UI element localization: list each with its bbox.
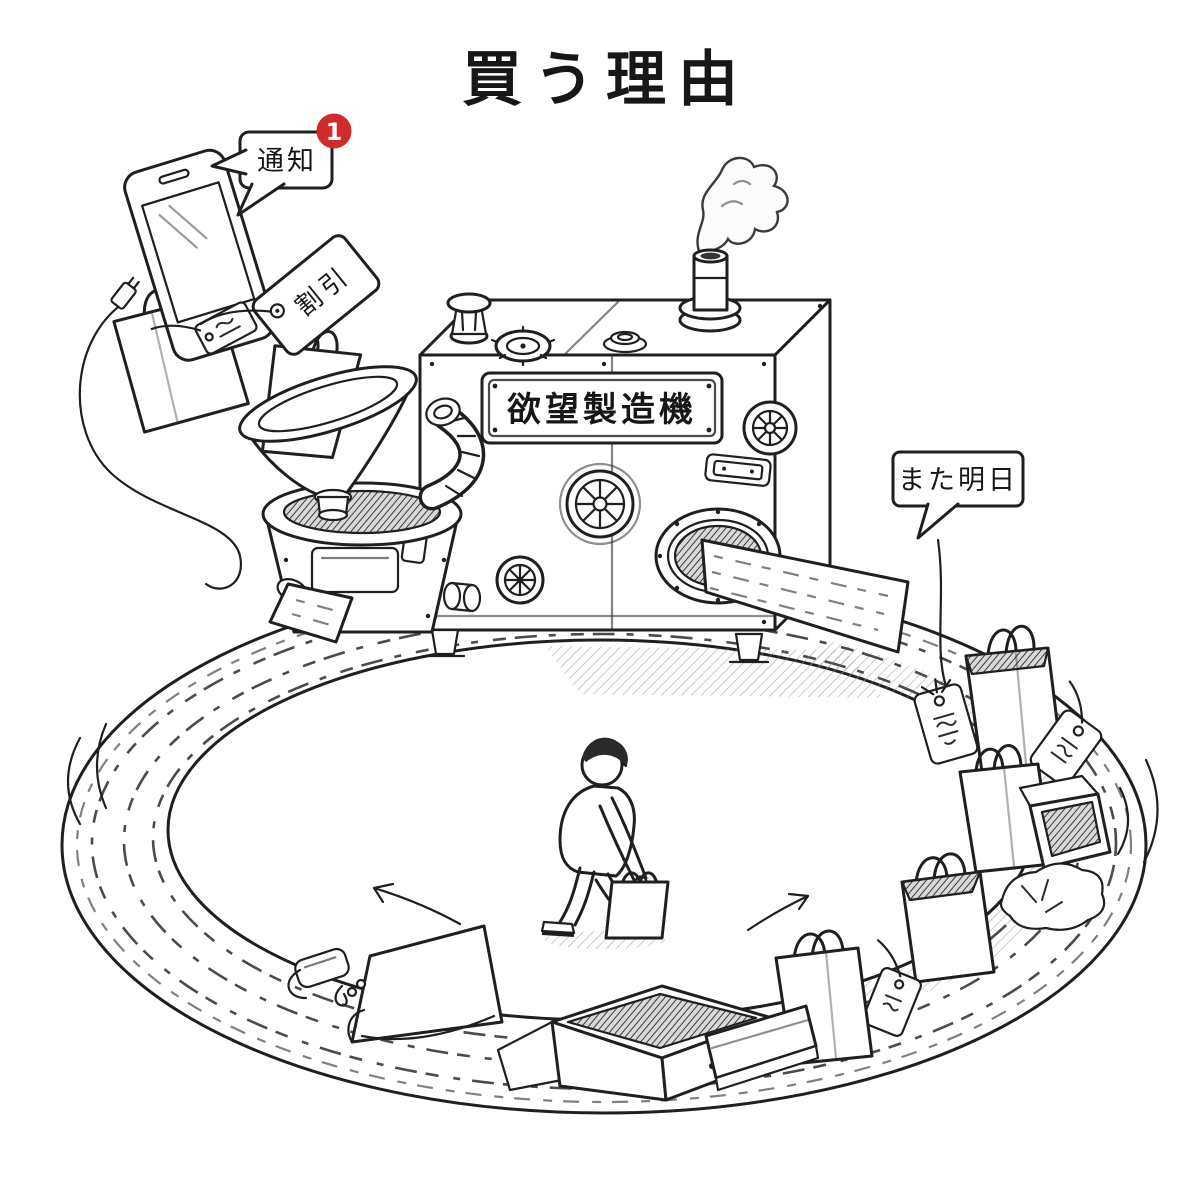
notification-badge: 1	[316, 113, 352, 149]
crumpled-paper-icon	[999, 862, 1106, 931]
farewell-text: また明日	[898, 465, 1018, 496]
funnel-icon	[238, 365, 418, 522]
handwheel-small-icon	[495, 555, 545, 605]
machine-shadow	[545, 646, 882, 698]
knob-icon	[490, 325, 556, 367]
smoke-icon	[696, 156, 789, 256]
hang-tag-2	[862, 939, 922, 1037]
flat-box-icon	[704, 1004, 820, 1092]
shopper-bag	[604, 871, 670, 940]
charging-cable-icon	[78, 276, 243, 590]
shopping-bag-1	[964, 624, 1064, 774]
hatch-cap-icon	[602, 330, 648, 354]
walking-shopper	[540, 737, 670, 949]
receipt-strip-right	[700, 538, 910, 654]
gauge-plate-icon	[704, 453, 772, 487]
price-tag-icon: 割引	[199, 234, 381, 356]
valve-icon	[446, 292, 492, 345]
mini-tag-phone	[150, 301, 258, 355]
motion-lines-right	[1116, 758, 1159, 864]
receipt-strip-left	[268, 582, 354, 644]
hang-tag-1	[1029, 680, 1103, 787]
folded-sheet-icon	[347, 924, 504, 1044]
open-box-right	[1018, 774, 1112, 870]
motion-lines-left	[66, 722, 108, 826]
chimney-icon	[678, 156, 789, 333]
direction-arrow-right-icon	[746, 892, 810, 932]
notification-bubble: 通知 1	[210, 113, 352, 217]
farewell-bubble: また明日	[891, 450, 1025, 540]
farewell-tag	[913, 538, 979, 765]
machine-nameplate: 欲望製造機	[480, 371, 724, 445]
notification-text: 通知	[257, 146, 317, 177]
intake-hose-icon	[418, 397, 486, 511]
page-title: 買う理由	[462, 45, 750, 115]
nameplate-text: 欲望製造機	[506, 390, 697, 430]
badge-count: 1	[326, 118, 343, 146]
handwheel-large-icon	[558, 462, 642, 546]
earphones-icon	[287, 947, 367, 1007]
direction-arrow-left-icon	[372, 882, 462, 926]
handwheel-side-icon	[742, 400, 798, 456]
shopping-bag-3	[900, 852, 996, 984]
